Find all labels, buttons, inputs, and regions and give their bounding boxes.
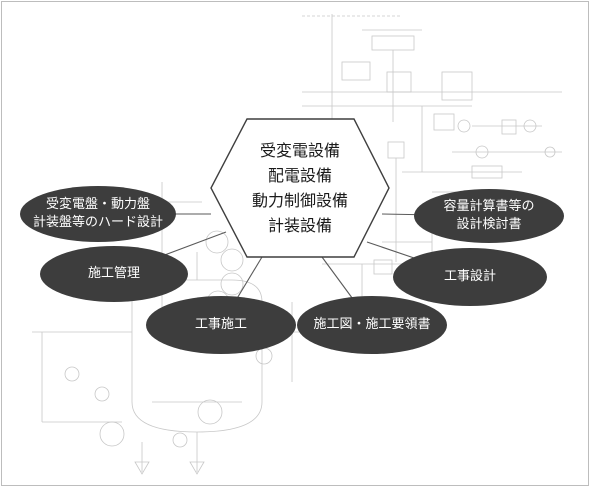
node-calc-docs-ellipse xyxy=(414,189,564,243)
node-construction-design-ellipse xyxy=(393,248,547,306)
node-construction-work-ellipse xyxy=(146,296,296,354)
category-ellipses xyxy=(20,186,564,354)
node-drawings-ellipse xyxy=(297,296,447,354)
node-hard-design-ellipse xyxy=(20,186,176,242)
node-construction-management-ellipse xyxy=(40,246,188,302)
center-hexagon xyxy=(210,118,390,258)
